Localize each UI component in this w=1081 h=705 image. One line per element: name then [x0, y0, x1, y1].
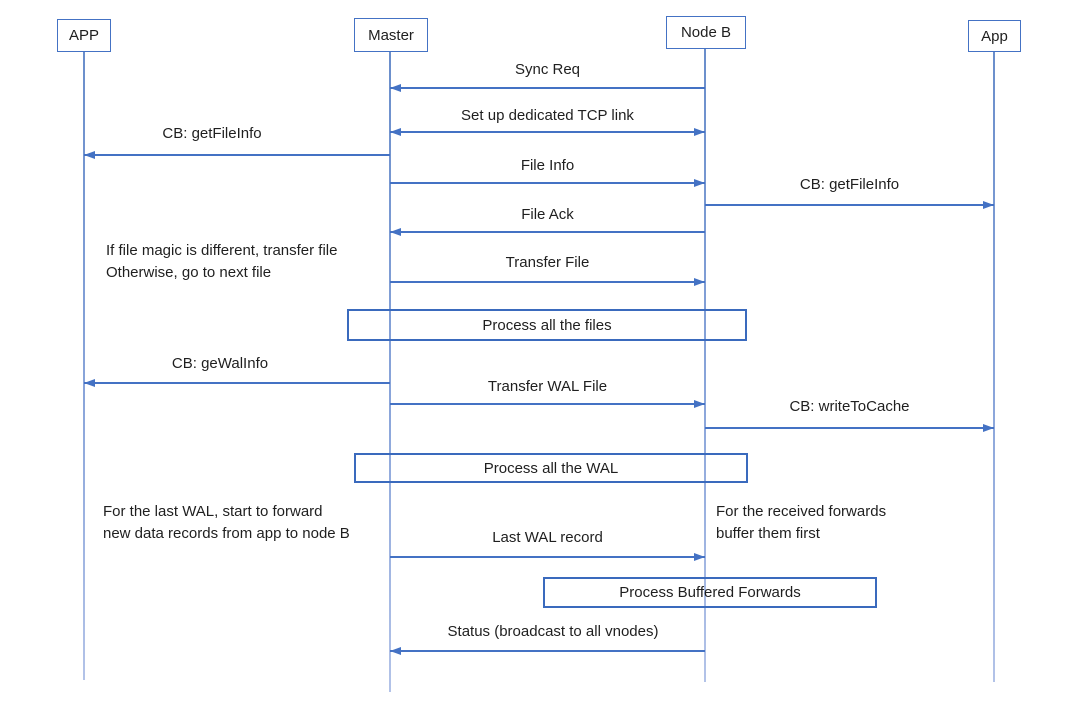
message-label-11: Status (broadcast to all vnodes): [447, 623, 659, 640]
message-line-8: [390, 403, 705, 405]
actor-label-app-right: App: [981, 27, 1008, 45]
note-1: For the last WAL, start to forward new da…: [103, 501, 350, 545]
message-line-4: [705, 204, 994, 206]
message-line-2: [84, 154, 390, 156]
message-arrowhead-10: [694, 552, 705, 561]
process-box-1: Process all the WAL: [354, 453, 748, 483]
message-line-9: [705, 427, 994, 429]
message-line-3: [390, 182, 705, 184]
lifeline-app-left: [83, 52, 85, 680]
message-label-9: CB: writeToCache: [789, 398, 910, 415]
message-line-10: [390, 556, 705, 558]
note-1-line-0: For the last WAL, start to forward: [103, 503, 323, 520]
process-box-0: Process all the files: [347, 309, 747, 341]
message-line-11: [390, 650, 705, 652]
note-2-line-1: buffer them first: [716, 525, 820, 542]
actor-box-app-right: App: [968, 20, 1021, 52]
message-label-10: Last WAL record: [492, 529, 603, 546]
message-line-6: [390, 281, 705, 283]
note-1-line-1: new data records from app to node B: [103, 525, 350, 542]
lifeline-master: [389, 52, 391, 692]
process-box-label-1: Process all the WAL: [483, 459, 619, 477]
process-box-2: Process Buffered Forwards: [543, 577, 877, 608]
lifeline-app-right: [993, 52, 995, 682]
note-2-line-0: For the received forwards: [716, 503, 887, 520]
message-line-5: [390, 231, 705, 233]
message-line-1: [390, 131, 705, 133]
actor-box-app-left: APP: [57, 19, 111, 52]
note-2: For the received forwards buffer them fir…: [716, 501, 886, 545]
message-arrowhead-0: [390, 83, 401, 92]
actor-label-app-left: APP: [68, 27, 99, 44]
message-arrowhead-2: [84, 150, 95, 159]
message-label-5: File Ack: [521, 206, 574, 223]
actor-box-master: Master: [354, 18, 428, 52]
message-label-3: File Info: [520, 157, 575, 174]
message-arrowhead-4: [983, 200, 994, 209]
message-arrowhead-11: [390, 646, 401, 655]
actor-label-master: Master: [368, 26, 414, 44]
process-box-label-2: Process Buffered Forwards: [619, 584, 801, 601]
message-label-8: Transfer WAL File: [487, 378, 608, 395]
message-arrowhead-3: [694, 178, 705, 187]
message-arrowhead-6: [694, 277, 705, 286]
note-0-line-1: Otherwise, go to next file: [106, 264, 272, 281]
message-label-7: CB: geWalInfo: [171, 355, 269, 372]
message-label-2: CB: getFileInfo: [162, 125, 262, 142]
message-arrowhead-8: [694, 399, 705, 408]
note-0-line-0: If file magic is different, transfer fil…: [106, 242, 338, 259]
message-arrowhead-7: [84, 378, 95, 387]
message-arrowhead-1: [694, 127, 705, 136]
process-box-label-0: Process all the files: [482, 316, 612, 334]
lifeline-node-b: [704, 49, 706, 682]
message-arrowhead-5: [390, 227, 401, 236]
message-line-0: [390, 87, 705, 89]
message-label-1: Set up dedicated TCP link: [461, 107, 634, 124]
message-arrowhead-9: [983, 423, 994, 432]
message-label-0: Sync Req: [514, 61, 581, 78]
actor-label-node-b: Node B: [680, 24, 732, 41]
note-0: If file magic is different, transfer fil…: [106, 240, 337, 284]
message-label-4: CB: getFileInfo: [799, 176, 900, 193]
message-arrowhead-1: [390, 127, 401, 136]
actor-box-node-b: Node B: [666, 16, 746, 49]
message-label-6: Transfer File: [505, 254, 590, 271]
message-line-7: [84, 382, 390, 384]
